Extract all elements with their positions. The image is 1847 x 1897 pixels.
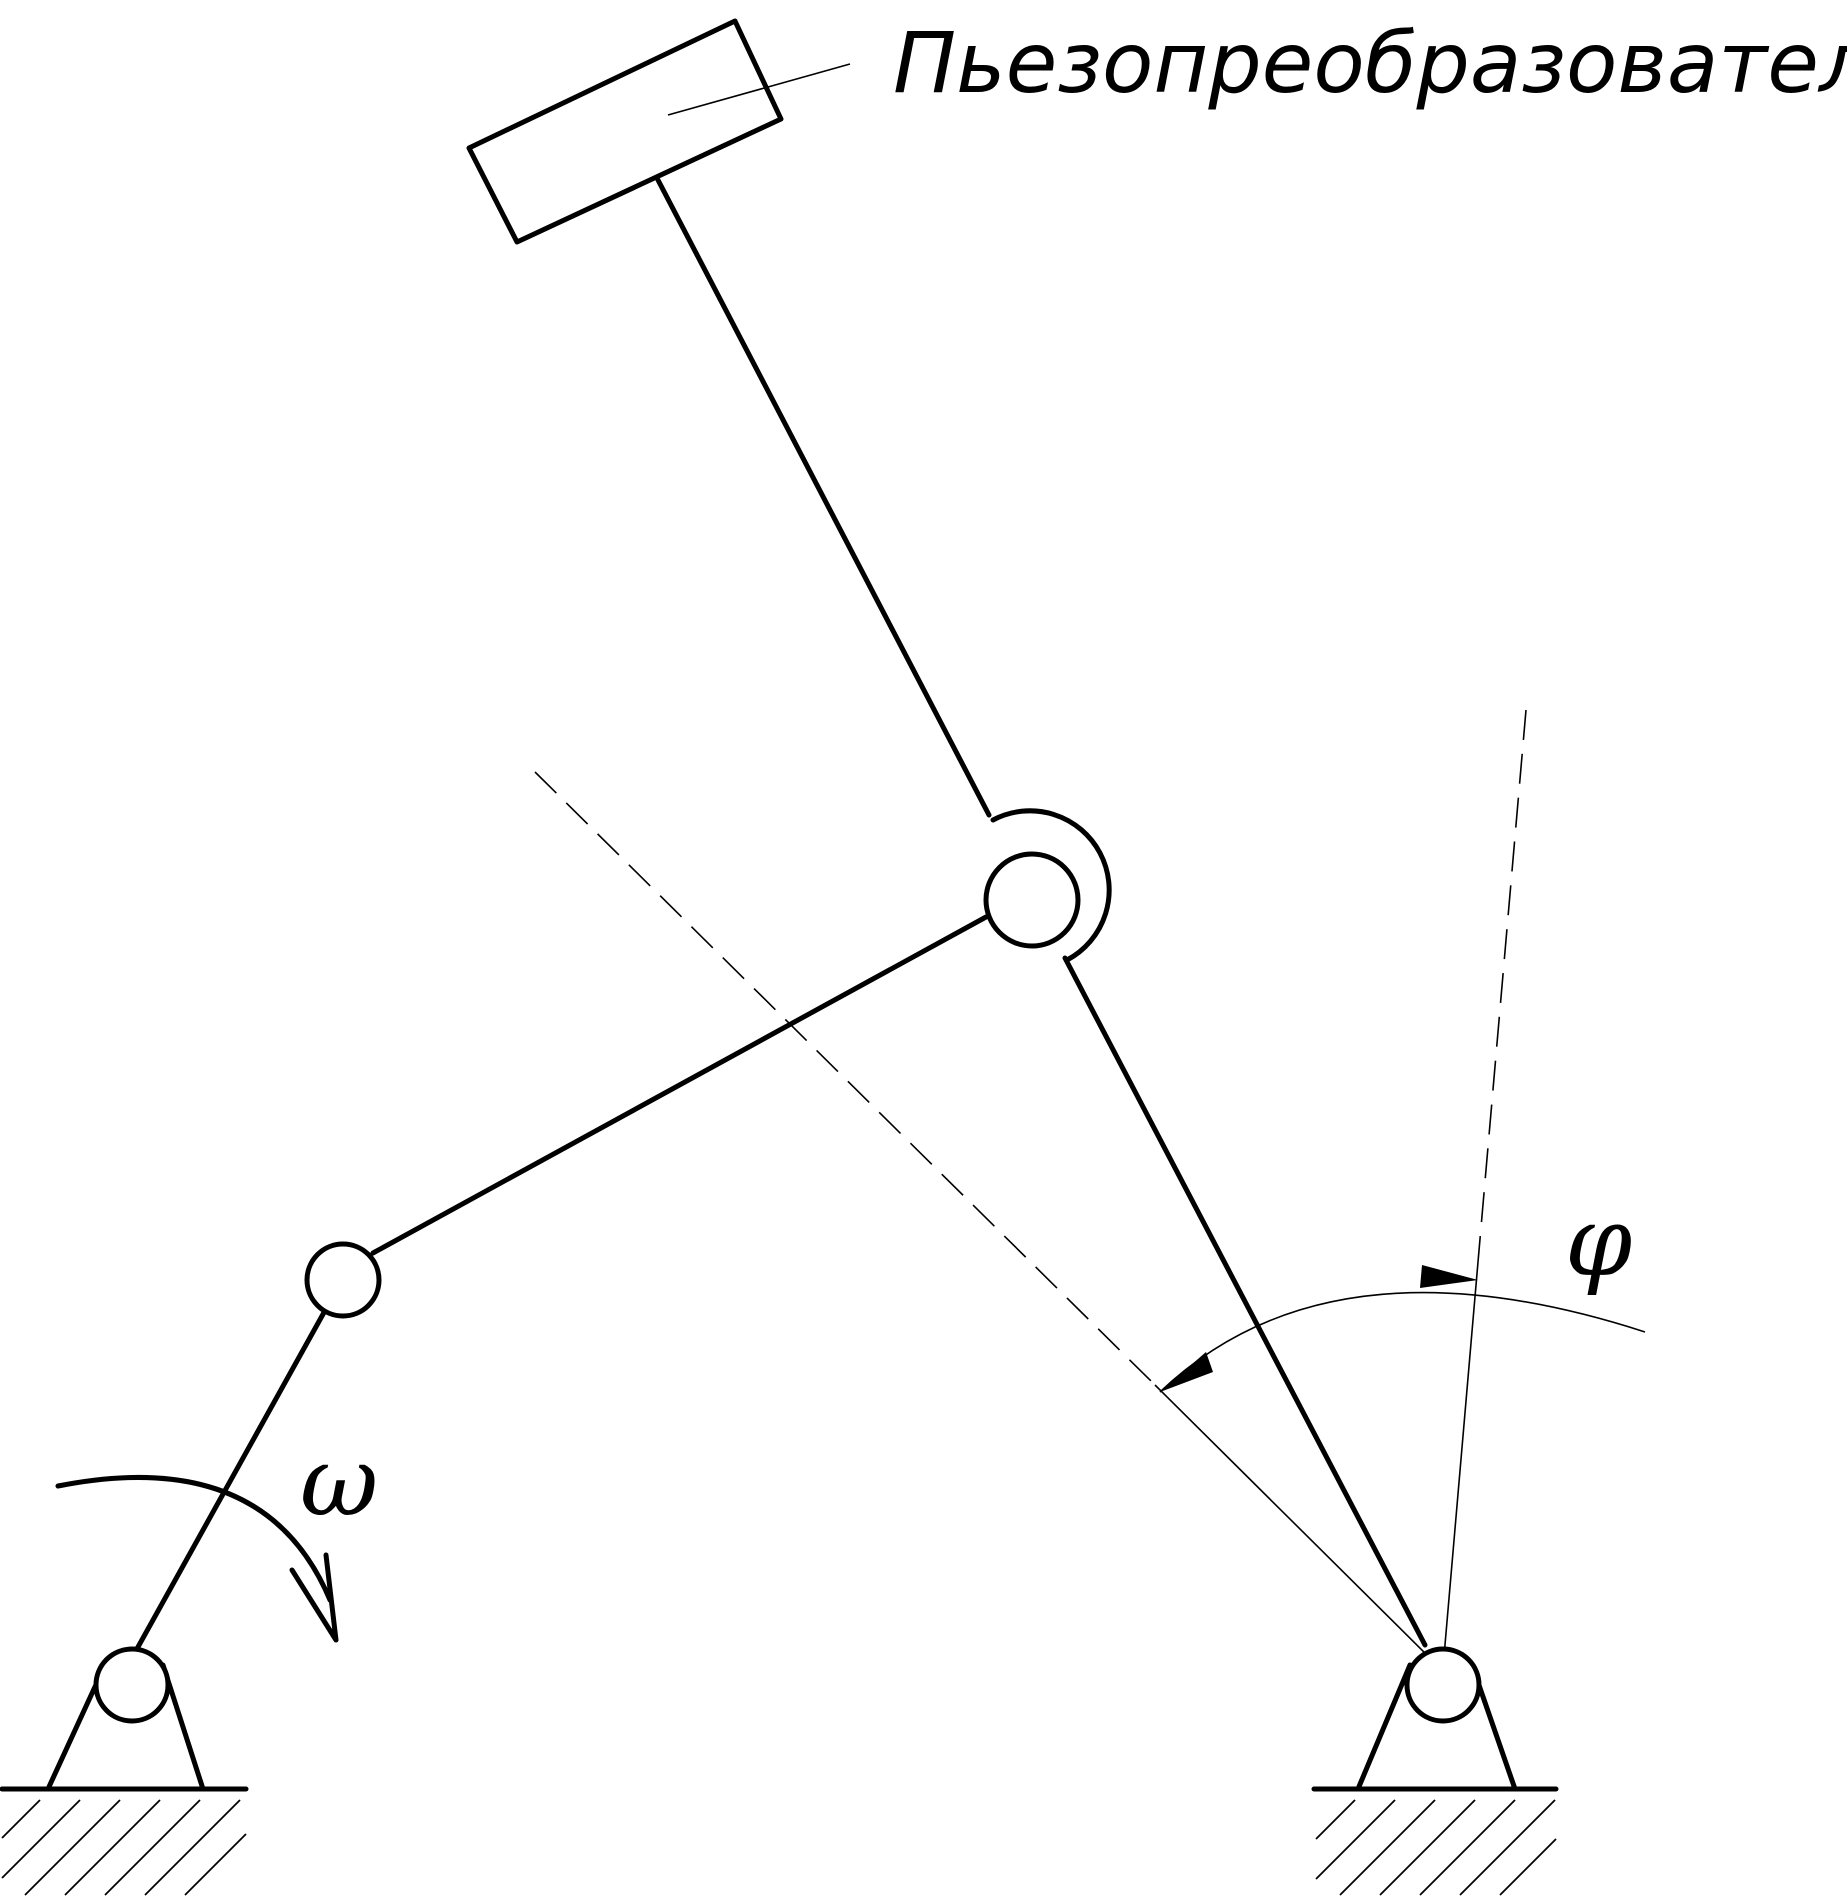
phi-label: φ [1565,1186,1632,1298]
rocker-hub-arc [990,808,1112,963]
left-ground-hatching [1,1799,247,1896]
piezo-transducer-block [466,18,784,245]
omega-rotation-arc [55,1474,333,1603]
right-support-leg-left [1355,1662,1413,1792]
rocker-hub-joint [983,851,1081,949]
omega-arrowhead [289,1552,339,1643]
rocker-upper-link [655,177,992,818]
dashed-reference-line-left [534,771,1156,1386]
crank-link [130,1304,330,1659]
thin-reference-line-right [1442,1261,1479,1669]
rocker-lower-link [1062,955,1428,1648]
omega-label: ω [300,1426,378,1538]
phi-arrowhead-right [1420,1265,1478,1288]
transducer-leader-line [667,63,851,116]
connecting-rod [370,914,989,1256]
dashed-reference-line-right [1477,709,1527,1263]
left-pivot-joint [93,1646,171,1724]
right-ground [1311,1662,1559,1896]
thin-reference-line-left [1154,1384,1441,1669]
right-ground-hatching [1315,1799,1557,1896]
transducer-label: Пьезопреобразователь [893,14,1847,112]
right-pivot-joint [1404,1646,1482,1724]
crank-rod-joint [304,1241,382,1319]
phi-arrowhead-left [1160,1352,1213,1392]
phi-angle-arc [1159,1291,1646,1393]
